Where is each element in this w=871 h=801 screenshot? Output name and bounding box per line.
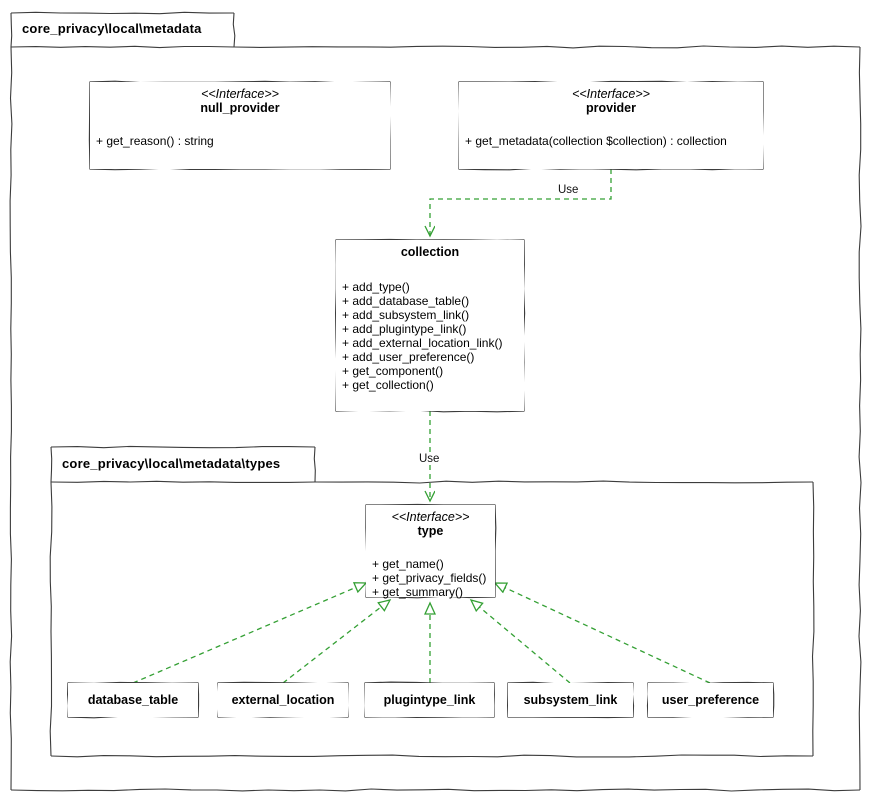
class-header-provider: <<Interface>>provider [459, 82, 763, 129]
relation-line [282, 599, 392, 684]
relation-line [469, 598, 571, 684]
class-name-provider: provider [585, 101, 636, 116]
package-title-pkg-types: core_privacy\local\metadata\types [62, 455, 281, 471]
class-box-database_table[interactable]: database_table [68, 683, 198, 717]
class-members-collection: + add_type()+ add_database_table()+ add_… [336, 275, 524, 398]
class-name-database_table: database_table [87, 693, 179, 707]
class-member: + get_metadata(collection $collection) :… [465, 134, 727, 148]
relation-label: Use [556, 184, 581, 196]
class-name-user_preference: user_preference [661, 693, 760, 707]
class-box-collection[interactable]: collection + add_type()+ add_database_tab… [336, 240, 524, 411]
class-member: + get_component() [342, 364, 444, 379]
class-box-type[interactable]: <<Interface>>type + get_name()+ get_priva… [366, 505, 495, 599]
class-name-collection: collection [400, 245, 460, 259]
relation-label: Use [417, 453, 442, 465]
class-member: + add_user_preference() [342, 350, 475, 365]
class-member: + add_database_table() [342, 294, 470, 309]
relation-subsystem_link-realizes-type [469, 598, 571, 684]
class-members-provider: + get_metadata(collection $collection) :… [459, 129, 763, 154]
class-member: + get_summary() [372, 585, 464, 600]
class-members-type: + get_name()+ get_privacy_fields()+ get_… [366, 552, 495, 605]
class-member: + add_external_location_link() [342, 336, 503, 351]
class-stereotype-type: <<Interface>> [391, 510, 470, 524]
relation-line [493, 582, 711, 684]
class-member: + get_name() [372, 557, 444, 571]
relation-database_table-realizes-type [132, 582, 368, 684]
class-stereotype-provider: <<Interface>> [572, 87, 650, 101]
package-title-pkg-outer: core_privacy\local\metadata [22, 21, 202, 36]
class-box-external_location[interactable]: external_location [218, 683, 348, 717]
class-name-subsystem_link: subsystem_link [523, 693, 618, 707]
class-members-null_provider: + get_reason() : string [90, 129, 390, 154]
class-stereotype-null_provider: <<Interface>> [201, 87, 279, 101]
class-box-provider[interactable]: <<Interface>>provider + get_metadata(coll… [459, 82, 763, 169]
class-name-external_location: external_location [231, 693, 335, 707]
relation-provider-uses-collection [430, 169, 612, 236]
class-name-type: type [417, 524, 444, 539]
class-box-user_preference[interactable]: user_preference [648, 683, 773, 717]
class-member: + get_privacy_fields() [372, 571, 487, 586]
class-box-plugintype_link[interactable]: plugintype_link [365, 683, 494, 717]
class-header-type: <<Interface>>type [366, 505, 495, 552]
class-name-null_provider: null_provider [200, 101, 280, 116]
class-member: + add_plugintype_link() [342, 322, 467, 337]
class-box-subsystem_link[interactable]: subsystem_link [508, 683, 633, 717]
class-member: + get_collection() [342, 378, 434, 393]
class-member: + add_type() [342, 280, 410, 294]
relation-external_location-realizes-type [282, 599, 392, 684]
class-header-collection: collection [336, 240, 524, 275]
class-box-null_provider[interactable]: <<Interface>>null_provider + get_reason()… [90, 82, 390, 169]
class-name-plugintype_link: plugintype_link [383, 693, 476, 707]
class-member: + add_subsystem_link() [342, 308, 470, 323]
relation-user_preference-realizes-type [493, 582, 711, 684]
class-header-null_provider: <<Interface>>null_provider [90, 82, 390, 129]
relation-line [430, 169, 612, 236]
class-member: + get_reason() : string [96, 134, 214, 148]
relation-line [132, 582, 368, 684]
